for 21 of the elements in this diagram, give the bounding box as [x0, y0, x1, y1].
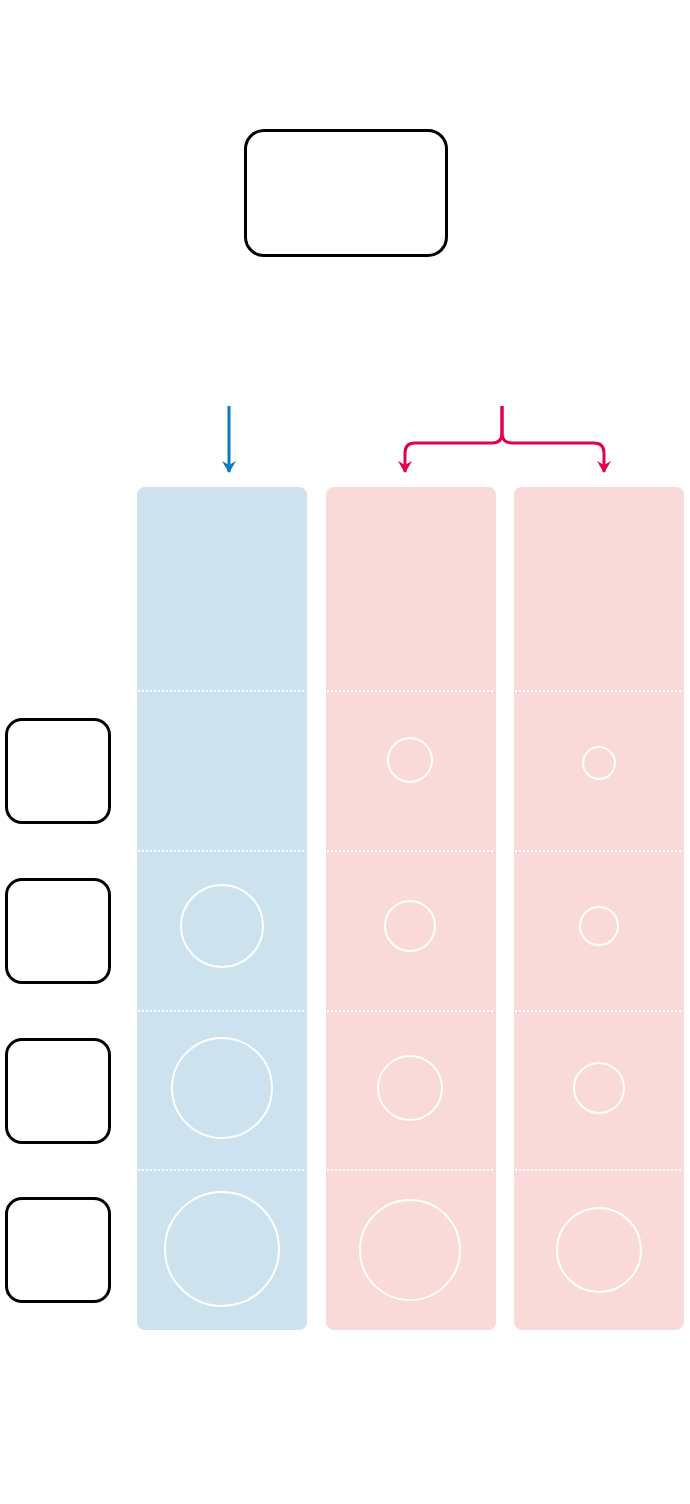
rounded-box — [244, 129, 448, 257]
circle-outline — [376, 1054, 444, 1122]
circle-outline — [386, 736, 434, 784]
circle-outline — [383, 899, 437, 953]
circle-outline — [581, 745, 617, 781]
circle-outline — [163, 1190, 281, 1308]
column-panel — [326, 487, 496, 1330]
circle-outline — [170, 1036, 274, 1140]
rounded-box — [5, 718, 111, 824]
arrow — [222, 406, 236, 473]
circle-outline — [572, 1061, 626, 1115]
circle-outline — [179, 883, 265, 969]
rounded-box — [5, 1038, 111, 1144]
arrow — [500, 406, 611, 473]
circle-outline — [555, 1206, 643, 1294]
circle-outline — [578, 905, 620, 947]
rounded-box — [5, 1197, 111, 1303]
column-panel — [514, 487, 684, 1330]
rounded-box — [5, 878, 111, 984]
circle-outline — [358, 1198, 462, 1302]
column-panel — [137, 487, 307, 1330]
